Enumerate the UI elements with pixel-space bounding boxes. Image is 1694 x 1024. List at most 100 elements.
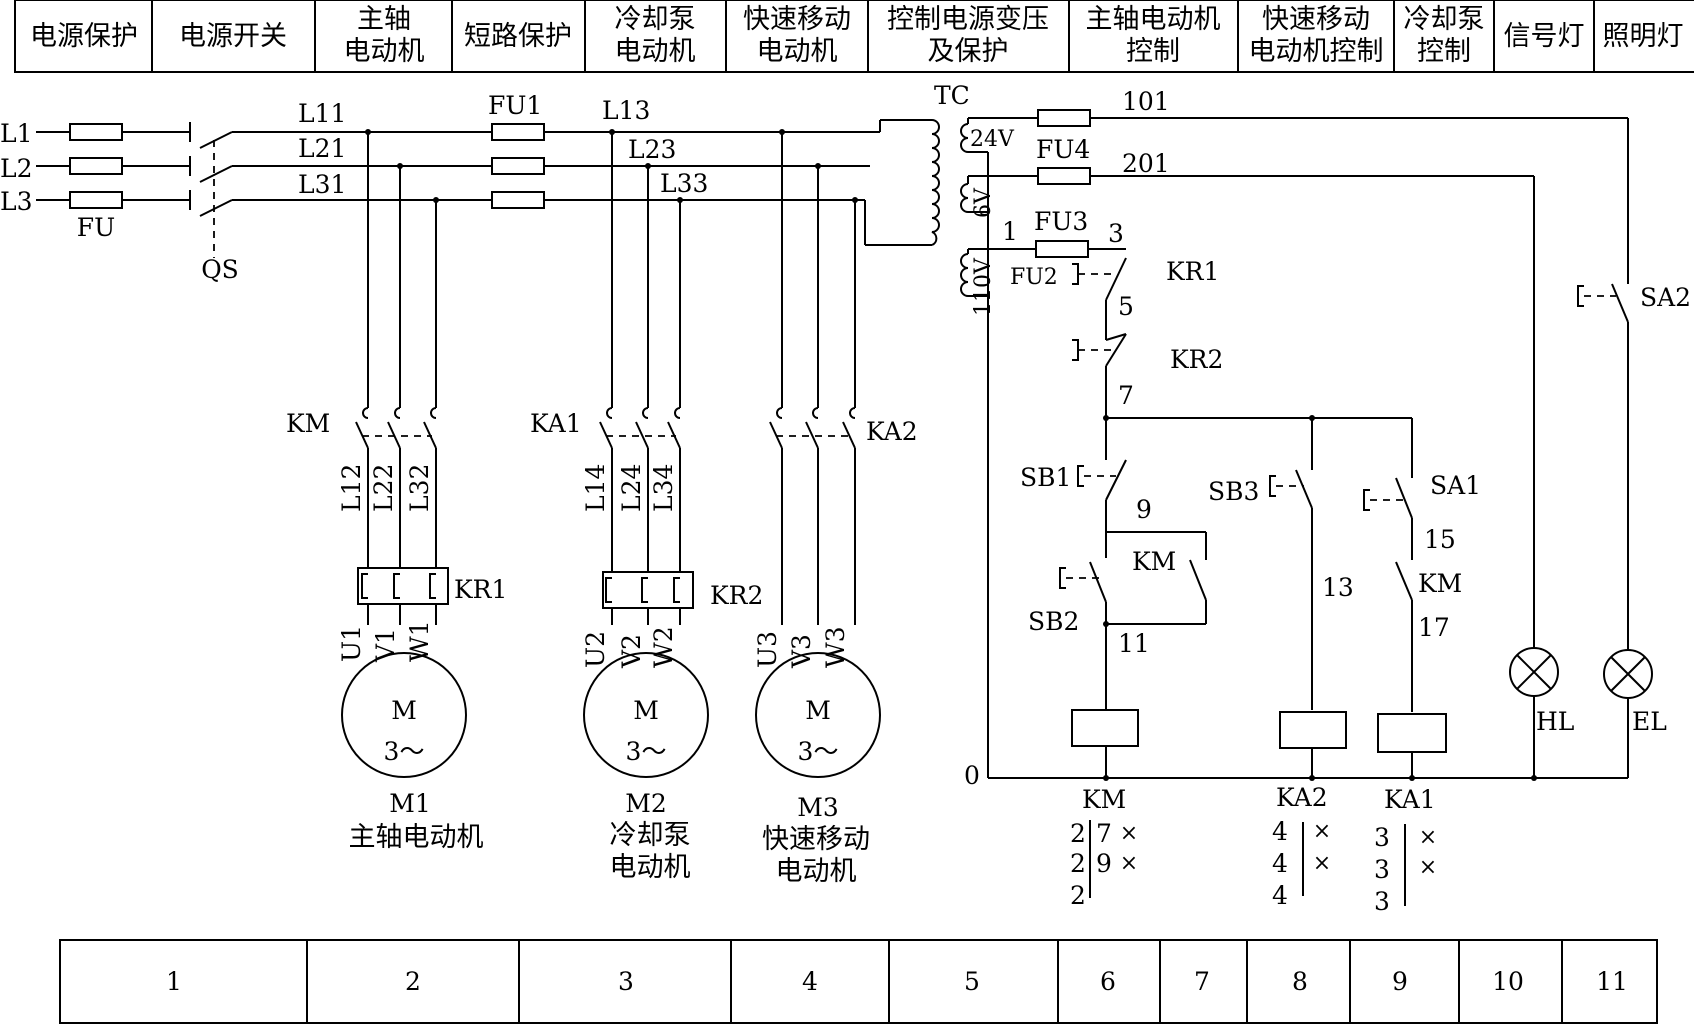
label-qs: QS — [201, 255, 239, 284]
motor-m3-name-1: 快速移动 — [762, 824, 870, 855]
label-l13: L13 — [602, 96, 650, 125]
label-km-hold: KM — [1132, 547, 1176, 576]
label-l31: L31 — [298, 170, 346, 199]
coil-ka2 — [1279, 711, 1347, 749]
fuse-fu4-b — [1037, 167, 1091, 185]
label-tc: TC — [934, 81, 970, 110]
motor-m1-symbol: M — [391, 696, 417, 725]
header-cell: 信号灯 — [1504, 21, 1585, 52]
header-cell: 电动机 — [615, 36, 696, 67]
label-km-ka1: KM — [1418, 569, 1462, 598]
ka2-row-2-right: × — [1313, 851, 1331, 876]
label-u1: U1 — [337, 625, 366, 662]
label-7: 7 — [1118, 381, 1134, 410]
footer-cell: 10 — [1492, 967, 1524, 996]
motor-m2-name-2: 电动机 — [610, 852, 691, 883]
header-cell: 主轴 — [357, 4, 411, 35]
motor-m3-circuit: KA2 U3 V3 W3 M 3～ M3 快速移动 电动机 — [753, 132, 918, 887]
label-w3: W3 — [821, 626, 850, 668]
km-row-3-left: 2 — [1070, 881, 1086, 910]
label-1: 1 — [1002, 217, 1018, 246]
header-cell: 电动机控制 — [1249, 36, 1384, 67]
label-v2: V2 — [617, 634, 646, 669]
fuse-fu1-3 — [491, 191, 545, 209]
label-3: 3 — [1108, 219, 1124, 248]
main-bus: L11 L21 L31 FU1 L13 L23 L33 — [232, 91, 932, 246]
header-cell: 短路保护 — [464, 21, 572, 52]
label-ka2-table: KA2 — [1276, 783, 1328, 812]
fuse-fu-2 — [69, 157, 123, 175]
label-l23: L23 — [628, 135, 676, 164]
ka2-row-1-left: 4 — [1272, 817, 1288, 846]
footer-cell: 8 — [1292, 967, 1308, 996]
label-l24: L24 — [617, 464, 646, 512]
km-row-2-right: × — [1120, 851, 1138, 876]
label-l1: L1 — [0, 119, 33, 148]
km-row-1-mid: 7 — [1096, 819, 1112, 848]
motor-m1 — [341, 652, 467, 778]
footer-cell: 1 — [166, 967, 182, 996]
header-cell: 快速移动 — [743, 4, 851, 35]
label-m2: M2 — [625, 789, 667, 818]
label-17: 17 — [1418, 613, 1450, 642]
label-v3: V3 — [787, 634, 816, 669]
label-fu2: FU2 — [1010, 265, 1058, 290]
footer-cell: 11 — [1596, 967, 1628, 996]
label-fu3: FU3 — [1034, 207, 1088, 236]
motor-m3-symbol: M — [805, 696, 831, 725]
ka1-row-2-right: × — [1419, 855, 1437, 880]
motor-m1-circuit: KM L12 L22 L32 KR1 U1 V1 W1 M 3～ M1 主轴电动… — [286, 132, 507, 853]
label-201: 201 — [1122, 149, 1170, 178]
footer-cell: 9 — [1392, 967, 1408, 996]
footer-table: 1 2 3 4 5 6 7 8 9 10 11 — [59, 939, 1658, 1024]
label-24v: 24V — [970, 127, 1015, 152]
ka1-row-3-left: 3 — [1374, 887, 1390, 916]
motor-m3-name-2: 电动机 — [776, 856, 857, 887]
transformer-tc: TC 24V 6V 110V — [931, 81, 1038, 778]
header-cell: 冷却泵 — [1404, 4, 1485, 35]
motor-m2-circuit: KA1 L14 L24 L34 KR2 U2 V2 W2 M 3～ M2 冷却泵… — [530, 132, 763, 883]
label-m1: M1 — [389, 789, 431, 818]
header-cell: 电动机 — [757, 36, 838, 67]
label-9: 9 — [1136, 495, 1152, 524]
ka2-row-3-left: 4 — [1272, 881, 1288, 910]
label-sb2: SB2 — [1028, 607, 1079, 636]
label-13: 13 — [1322, 573, 1354, 602]
header-cell: 照明灯 — [1603, 21, 1684, 52]
ka1-row-1-left: 3 — [1374, 823, 1390, 852]
header-cell: 及保护 — [928, 36, 1009, 67]
motor-m3 — [755, 652, 881, 778]
km-row-2-left: 2 — [1070, 849, 1086, 878]
motor-m3-phase: 3～ — [798, 737, 839, 766]
motor-m2-phase: 3～ — [626, 737, 667, 766]
km-row-1-right: × — [1120, 821, 1138, 846]
label-5: 5 — [1118, 292, 1134, 321]
footer-cell: 4 — [802, 967, 818, 996]
header-cell: 电动机 — [344, 36, 425, 67]
label-sb1: SB1 — [1020, 463, 1071, 492]
label-l21: L21 — [298, 134, 346, 163]
label-l34: L34 — [649, 464, 678, 512]
ka1-row-2-left: 3 — [1374, 855, 1390, 884]
label-l12: L12 — [337, 464, 366, 512]
label-ka1-main: KA1 — [530, 409, 582, 438]
label-0: 0 — [964, 761, 980, 790]
power-input: L1 L2 L3 FU QS — [0, 119, 239, 284]
fuse-fu1-2 — [491, 157, 545, 175]
label-u3: U3 — [753, 631, 782, 668]
label-l2: L2 — [0, 154, 33, 183]
label-ka2-main: KA2 — [866, 417, 918, 446]
label-l11: L11 — [298, 99, 346, 128]
header-cell: 控制 — [1417, 36, 1471, 67]
footer-cell: 6 — [1100, 967, 1116, 996]
label-kr2-ctrl: KR2 — [1170, 345, 1223, 374]
footer-cell: 3 — [618, 967, 634, 996]
label-v1: V1 — [371, 628, 400, 663]
header-cell: 冷却泵 — [615, 4, 696, 35]
fuse-fu-1 — [69, 123, 123, 141]
header-cell: 主轴电动机 — [1086, 4, 1221, 35]
label-l14: L14 — [581, 464, 610, 512]
label-l3: L3 — [0, 187, 33, 216]
label-fu: FU — [77, 213, 115, 242]
